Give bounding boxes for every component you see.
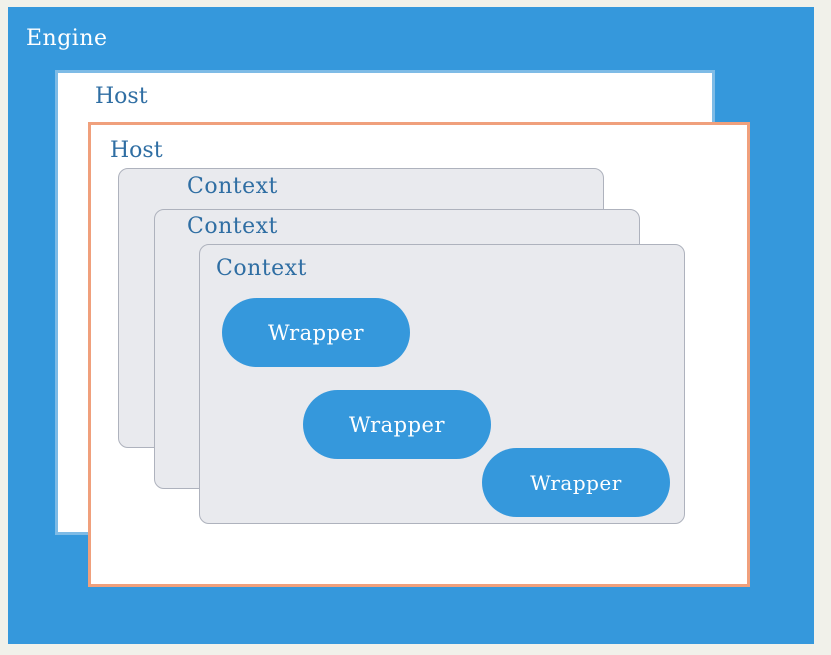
host-label-front: Host — [110, 138, 163, 163]
context-label-2: Context — [187, 214, 278, 239]
wrapper-pill-2: Wrapper — [303, 390, 491, 459]
wrapper-label-1: Wrapper — [267, 320, 365, 345]
wrapper-pill-1: Wrapper — [222, 298, 410, 367]
wrapper-label-2: Wrapper — [348, 412, 446, 437]
host-label-back: Host — [95, 84, 148, 109]
engine-label: Engine — [26, 26, 108, 51]
wrapper-pill-3: Wrapper — [482, 448, 670, 517]
context-label-1: Context — [187, 174, 278, 199]
context-label-3: Context — [216, 256, 307, 281]
wrapper-label-3: Wrapper — [530, 470, 622, 495]
